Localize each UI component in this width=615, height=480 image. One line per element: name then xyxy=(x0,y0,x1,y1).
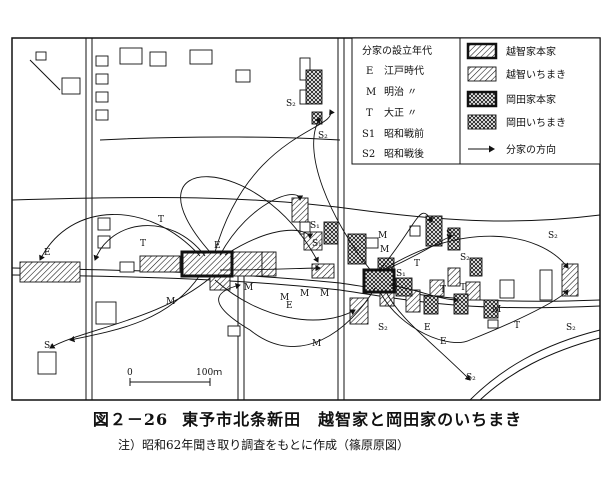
legend-era-code: T xyxy=(366,108,373,119)
figure-title: 東予市北条新田 越智家と岡田家のいちまき xyxy=(182,410,523,429)
svg-text:S₂: S₂ xyxy=(286,99,296,109)
svg-text:M: M xyxy=(244,283,253,293)
map-era-labels: E T T E M M E M M M M S₁ S₁ M M T S₁ S₂ … xyxy=(44,99,576,383)
svg-text:S₂: S₂ xyxy=(378,323,388,333)
legend-era: 分家の設立年代 E 江戸時代 M 明治 〃 T 大正 〃 S1 昭和戦前 S2 … xyxy=(351,37,461,165)
legend-era-code: M xyxy=(366,87,376,98)
svg-text:M: M xyxy=(320,289,329,299)
legend-house-label: 越智家本家 xyxy=(506,45,556,58)
svg-text:S₁: S₁ xyxy=(310,221,320,231)
legend-era-code: S2 xyxy=(362,149,375,160)
svg-text:E: E xyxy=(424,323,431,333)
svg-text:T: T xyxy=(140,239,146,249)
svg-text:T: T xyxy=(440,285,446,295)
svg-text:S₂: S₂ xyxy=(460,253,470,263)
svg-text:S₂: S₂ xyxy=(318,131,328,141)
svg-text:M: M xyxy=(312,339,321,349)
legend-swatch-ochi-main xyxy=(466,42,498,60)
ochi-ichimaki-houses xyxy=(19,197,579,325)
legend-house-label: 岡田いちまき xyxy=(506,117,566,129)
legend-house: 越智家本家 越智いちまき 岡田家本家 岡田いちまき 分家の方向 xyxy=(459,37,601,165)
legend-house-label: 岡田家本家 xyxy=(506,93,556,106)
okada-main-house xyxy=(362,268,396,294)
plain-houses xyxy=(35,47,553,375)
scale-end: 100ｍ xyxy=(196,368,222,378)
legend-era-label: 昭和戦前 xyxy=(384,127,424,140)
scale-zero: 0 xyxy=(127,368,133,378)
legend-era-label: 大正 〃 xyxy=(384,106,417,119)
svg-text:E: E xyxy=(44,248,51,258)
svg-text:M: M xyxy=(380,245,389,255)
svg-text:S₂: S₂ xyxy=(466,373,476,383)
legend-era-code: E xyxy=(366,66,373,77)
svg-text:E: E xyxy=(214,241,221,251)
svg-text:S₂: S₂ xyxy=(548,231,558,241)
legend-era-code: S1 xyxy=(362,129,375,140)
svg-text:M: M xyxy=(300,289,309,299)
legend-swatch-ochi-ichimaki xyxy=(467,66,497,82)
legend-house-label: 越智いちまき xyxy=(506,68,566,81)
legend-era-label: 江戸時代 xyxy=(384,65,424,77)
scale-bar: 0 100ｍ xyxy=(127,368,222,386)
svg-text:T: T xyxy=(460,283,466,293)
svg-text:M: M xyxy=(492,305,501,315)
svg-text:M: M xyxy=(166,297,175,307)
svg-text:E: E xyxy=(440,337,447,347)
svg-text:M: M xyxy=(280,293,289,303)
svg-text:T: T xyxy=(158,215,164,225)
svg-text:E: E xyxy=(286,301,293,311)
branch-arrows xyxy=(39,109,569,381)
svg-text:T: T xyxy=(514,321,520,331)
legend-era-label: 昭和戦後 xyxy=(384,147,424,160)
ochi-main-house xyxy=(180,250,234,278)
svg-text:S₂: S₂ xyxy=(566,323,576,333)
svg-text:T: T xyxy=(414,259,420,269)
figure-number: 図２－26 xyxy=(92,410,169,429)
svg-text:S₁: S₁ xyxy=(396,269,406,279)
svg-text:M: M xyxy=(378,231,387,241)
legend-house-label: 分家の方向 xyxy=(506,143,556,156)
svg-text:S₂: S₂ xyxy=(446,229,456,239)
legend-swatch-okada-ichimaki xyxy=(467,114,497,130)
legend-era-label: 明治 〃 xyxy=(384,85,417,98)
svg-text:S₂: S₂ xyxy=(44,341,54,351)
legend-swatch-okada-main xyxy=(466,90,498,108)
figure-note: 注）昭和62年聞き取り調査をもとに作成（篠原原図） xyxy=(118,438,410,452)
legend-era-heading: 分家の設立年代 xyxy=(362,44,432,57)
figure-caption: 図２－26 東予市北条新田 越智家と岡田家のいちまき xyxy=(0,406,615,430)
svg-text:S₁: S₁ xyxy=(312,239,322,249)
